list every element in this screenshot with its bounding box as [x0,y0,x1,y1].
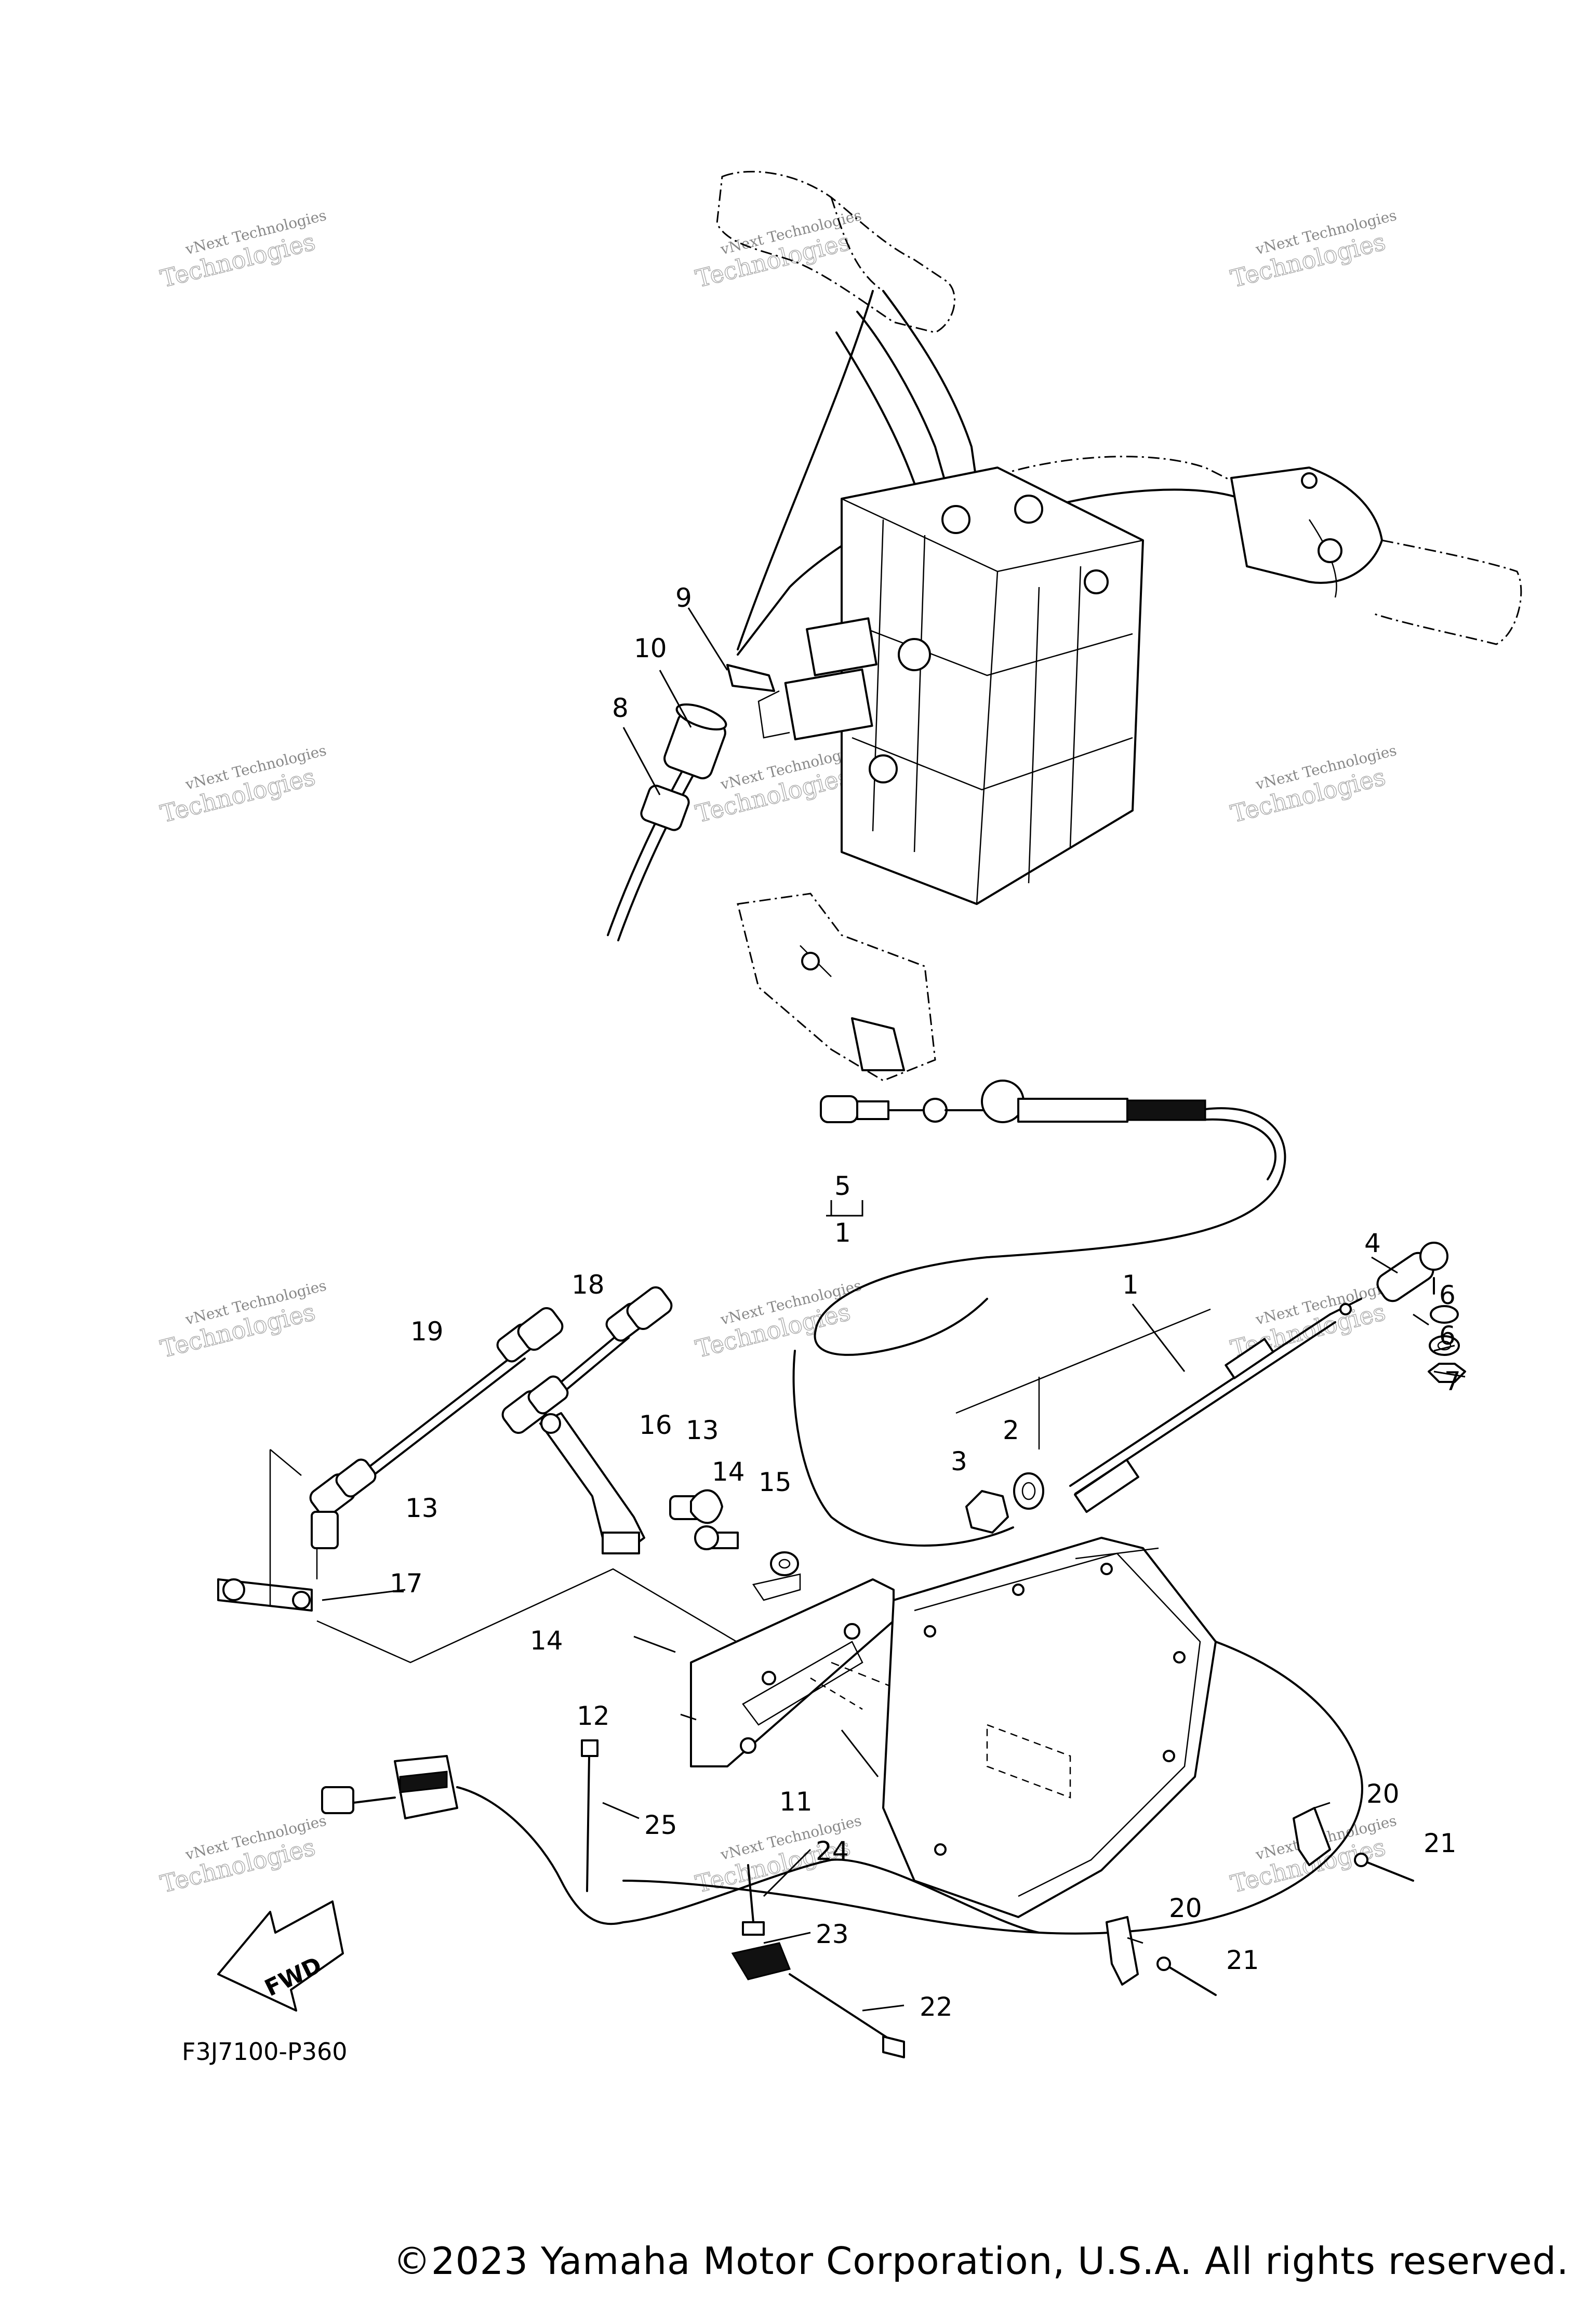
diagram-reference-code: F3J7100-P360 [182,2038,348,2066]
callout-14: 14 [530,1626,563,1656]
callout-6: 6 [1439,1280,1456,1310]
handlebar-assembly [716,170,1522,1082]
callout-18: 18 [571,1270,605,1300]
callout-12: 12 [577,1701,610,1731]
fwd-arrow-icon: FWD [217,1900,344,2012]
callout-21: 21 [1424,1828,1457,1858]
copyright-notice: ©2023 Yamaha Motor Corporation, U.S.A. A… [393,2239,1569,2283]
callout-25: 25 [644,1810,677,1840]
shift-cable-assembly [792,1080,1466,1547]
callout-3: 3 [951,1446,967,1476]
switch-cable-pair [309,1286,673,1518]
callout-23: 23 [816,1919,849,1949]
wire-harness [321,1739,1414,2058]
callout-6: 6 [1439,1321,1456,1351]
callout-21: 21 [1226,1945,1259,1975]
cover-11 [622,1537,1363,1935]
callout-19: 19 [410,1316,444,1347]
callout-22: 22 [920,1992,953,2022]
callout-1: 1 [834,1218,851,1248]
leader-lines [322,607,1466,2012]
callout-20: 20 [1366,1779,1400,1809]
callout-9: 9 [675,583,692,613]
callout-24: 24 [816,1836,849,1866]
callout-1: 1 [1122,1270,1139,1300]
callout-14: 14 [712,1457,745,1487]
callout-20: 20 [1169,1893,1202,1923]
bracket-17 [217,1449,790,1674]
callout-10: 10 [634,633,667,663]
callout-15: 15 [759,1467,792,1497]
callout-17: 17 [390,1568,423,1599]
callout-5: 5 [834,1171,851,1201]
callout-2: 2 [1003,1415,1019,1445]
callout-7: 7 [1444,1366,1461,1396]
throttle-cable-left [607,664,775,941]
callout-13: 13 [686,1415,719,1445]
callout-16: 16 [639,1410,672,1440]
callout-13: 13 [405,1493,438,1523]
callout-11: 11 [779,1787,813,1817]
lever-bracket [539,1412,801,1601]
callout-4: 4 [1364,1228,1381,1258]
callout-labels: 9 10 8 5 1 4 1 6 6 7 18 19 16 13 2 3 14 … [390,583,1461,2022]
callout-8: 8 [612,693,629,723]
